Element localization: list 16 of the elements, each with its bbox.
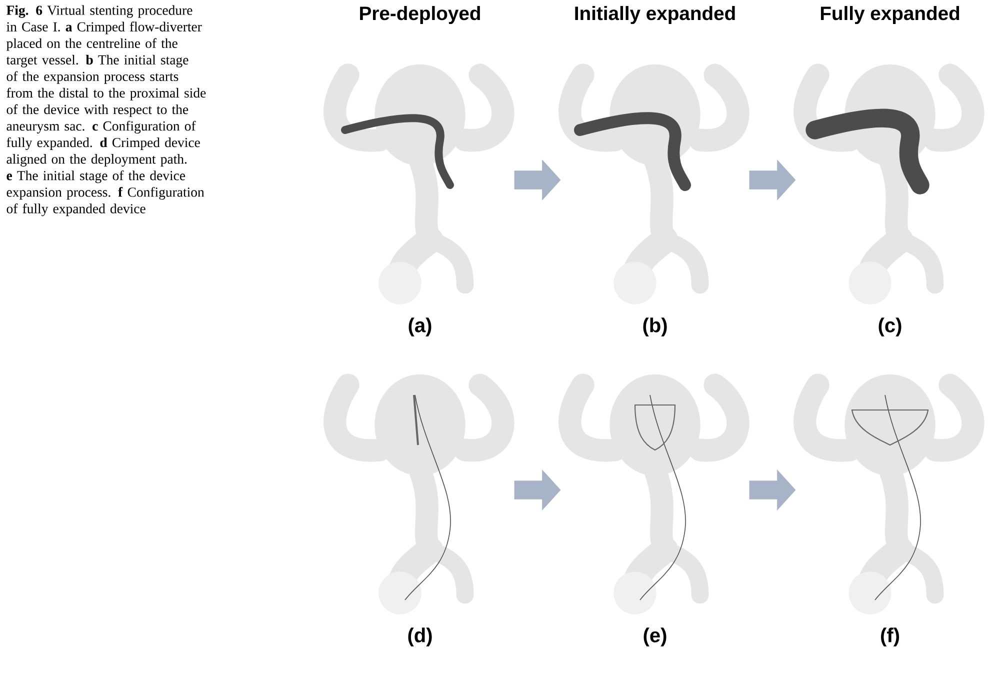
column-heading: Pre-deployed [360,6,480,24]
panel-label: (c) [878,318,902,336]
vessel-drawing [324,374,514,614]
caption: Fig. 6 Virtual stenting procedure in Case I. a Crimped flow-diverter placed on the centreline of the target vessel. b The initial stage of the expansion process starts from the distal to the proximal side of the device with respect to the aneurysm sac. c Configuration of fully expanded. d Crimped device aligned on the deployment path. e The initial stage of the device expansion process. f Configuration of fully expanded device [6,5,206,216]
vessel-drawing [558,374,750,614]
panel-label: (a) [408,318,432,336]
panel-label: (f) [881,628,899,646]
vessel-drawing [794,64,984,304]
vessel-drawing [794,374,984,614]
panel-label: (e) [644,628,666,646]
panel-label: (b) [643,318,667,336]
column-heading: Fully expanded [820,6,960,24]
vessel-drawing [558,64,750,304]
vessel-drawing [324,64,514,304]
panel-label: (d) [408,628,432,646]
column-heading: Initially expanded [575,6,735,24]
